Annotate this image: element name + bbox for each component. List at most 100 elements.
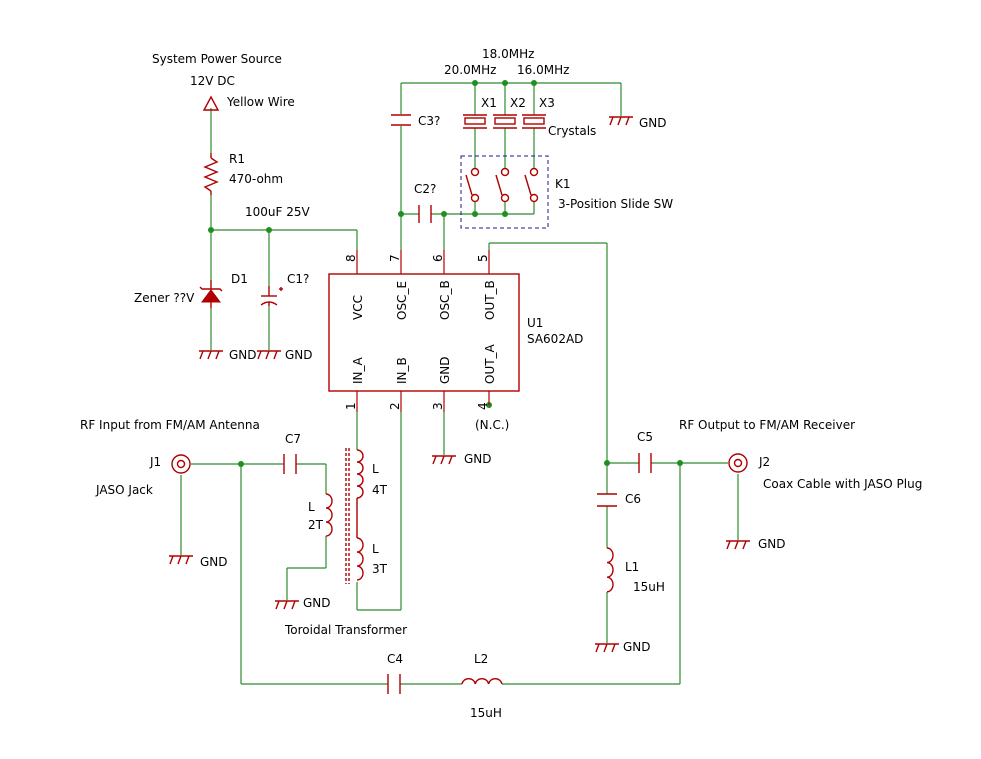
c6-capacitor bbox=[597, 493, 617, 507]
wires bbox=[180, 82, 739, 685]
u1-pin-vcc: VCC bbox=[351, 295, 365, 320]
crystal-freq-right: 16.0MHz bbox=[517, 63, 569, 77]
gnd-crystal bbox=[609, 116, 633, 126]
c7-capacitor bbox=[283, 454, 297, 474]
transformer-2t: 2T bbox=[308, 518, 324, 532]
transformer-label: Toroidal Transformer bbox=[284, 623, 407, 637]
u1-ref: U1 bbox=[527, 316, 543, 330]
cap-note: 100uF 25V bbox=[245, 205, 310, 219]
r1-resistor bbox=[203, 153, 219, 195]
toroidal-transformer bbox=[325, 448, 364, 584]
k1-ref: K1 bbox=[555, 177, 571, 191]
gnd-j2 bbox=[726, 540, 750, 550]
c7-ref: C7 bbox=[285, 432, 301, 446]
c3-ref: C3? bbox=[418, 114, 440, 128]
l1-ref: L1 bbox=[625, 560, 639, 574]
crystal-freq-top: 18.0MHz bbox=[482, 47, 534, 61]
gnd-l1 bbox=[595, 643, 619, 653]
gnd-d1-label: GND bbox=[229, 348, 257, 362]
gnd-transformer bbox=[275, 600, 299, 610]
u1-pin-in-b: IN_B bbox=[395, 357, 409, 384]
crystal-x2 bbox=[493, 114, 517, 129]
u1-pin4-num: 4 bbox=[476, 402, 490, 410]
transformer-3t: 3T bbox=[372, 562, 388, 576]
u1-pin-osc-e: OSC_E bbox=[395, 281, 409, 320]
crystal-x1 bbox=[463, 114, 487, 129]
d1-zener-diode bbox=[199, 280, 223, 308]
l2-inductor bbox=[461, 678, 503, 685]
gnd-j2-label: GND bbox=[758, 537, 786, 551]
c3-capacitor bbox=[391, 114, 411, 126]
gnd-u1-label: GND bbox=[464, 452, 492, 466]
power-flag bbox=[202, 95, 220, 111]
labels: System Power Source 12V DC Yellow Wire R… bbox=[80, 47, 922, 720]
c1-capacitor bbox=[260, 286, 283, 306]
j1-ref: J1 bbox=[149, 455, 161, 469]
gnd-transformer-label: GND bbox=[303, 596, 331, 610]
u1-pin-osc-b: OSC_B bbox=[438, 280, 452, 320]
x2-ref: X2 bbox=[510, 96, 526, 110]
u1-pin-out-a: OUT_A bbox=[483, 343, 497, 384]
c6-ref: C6 bbox=[625, 492, 641, 506]
u1-ic bbox=[328, 250, 520, 412]
u1-pin2-num: 2 bbox=[388, 402, 402, 410]
u1-pin3-num: 3 bbox=[431, 402, 445, 410]
power-title: System Power Source bbox=[152, 52, 282, 66]
power-wire-label: Yellow Wire bbox=[226, 95, 295, 109]
transformer-l-lower: L bbox=[372, 542, 379, 556]
power-voltage: 12V DC bbox=[190, 74, 235, 88]
gnd-crystal-label: GND bbox=[639, 116, 667, 130]
u1-pin6-num: 6 bbox=[431, 254, 445, 262]
j2-ref: J2 bbox=[758, 455, 770, 469]
c4-ref: C4 bbox=[387, 652, 403, 666]
c5-capacitor bbox=[638, 453, 652, 473]
l2-ref: L2 bbox=[474, 652, 488, 666]
j2-title: RF Output to FM/AM Receiver bbox=[679, 418, 855, 432]
d1-value: Zener ??V bbox=[134, 291, 195, 305]
c1-ref: C1? bbox=[287, 272, 309, 286]
gnd-c1 bbox=[257, 350, 281, 360]
j1-title: RF Input from FM/AM Antenna bbox=[80, 418, 260, 432]
crystal-freq-left: 20.0MHz bbox=[444, 63, 496, 77]
transformer-l-left: L bbox=[308, 500, 315, 514]
r1-ref: R1 bbox=[229, 152, 245, 166]
k1-slide-switch bbox=[460, 155, 549, 229]
c4-capacitor bbox=[387, 674, 401, 694]
j2-desc: Coax Cable with JASO Plug bbox=[763, 477, 922, 491]
u1-pin-gnd: GND bbox=[438, 356, 452, 384]
c2-capacitor bbox=[418, 205, 432, 223]
gnd-j1 bbox=[169, 555, 193, 565]
gnd-u1 bbox=[432, 455, 456, 465]
k1-value: 3-Position Slide SW bbox=[558, 197, 673, 211]
l2-value: 15uH bbox=[470, 706, 502, 720]
u1-part: SA602AD bbox=[527, 332, 583, 346]
d1-ref: D1 bbox=[231, 272, 248, 286]
u1-pin-in-a: IN_A bbox=[351, 356, 365, 384]
u1-pin1-num: 1 bbox=[344, 402, 358, 410]
r1-value: 470-ohm bbox=[229, 172, 283, 186]
gnd-c1-label: GND bbox=[285, 348, 313, 362]
u1-pin-out-b: OUT_B bbox=[483, 280, 497, 320]
x3-ref: X3 bbox=[539, 96, 555, 110]
j1-desc: JASO Jack bbox=[95, 483, 153, 497]
c2-ref: C2? bbox=[414, 182, 436, 196]
transformer-4t: 4T bbox=[372, 483, 388, 497]
crystals-label: Crystals bbox=[548, 124, 596, 138]
l1-value: 15uH bbox=[633, 580, 665, 594]
j2-connector bbox=[728, 453, 748, 473]
u1-pin8-num: 8 bbox=[344, 254, 358, 262]
u1-nc-label: (N.C.) bbox=[475, 418, 509, 432]
l1-inductor bbox=[606, 547, 614, 593]
x1-ref: X1 bbox=[481, 96, 497, 110]
crystal-x3 bbox=[522, 114, 546, 129]
gnd-j1-label: GND bbox=[200, 555, 228, 569]
j1-connector bbox=[171, 454, 191, 474]
u1-pin5-num: 5 bbox=[476, 254, 490, 262]
gnd-l1-label: GND bbox=[623, 640, 651, 654]
transformer-l-upper: L bbox=[372, 462, 379, 476]
u1-pin7-num: 7 bbox=[388, 254, 402, 262]
c5-ref: C5 bbox=[637, 430, 653, 444]
gnd-d1 bbox=[199, 350, 223, 360]
